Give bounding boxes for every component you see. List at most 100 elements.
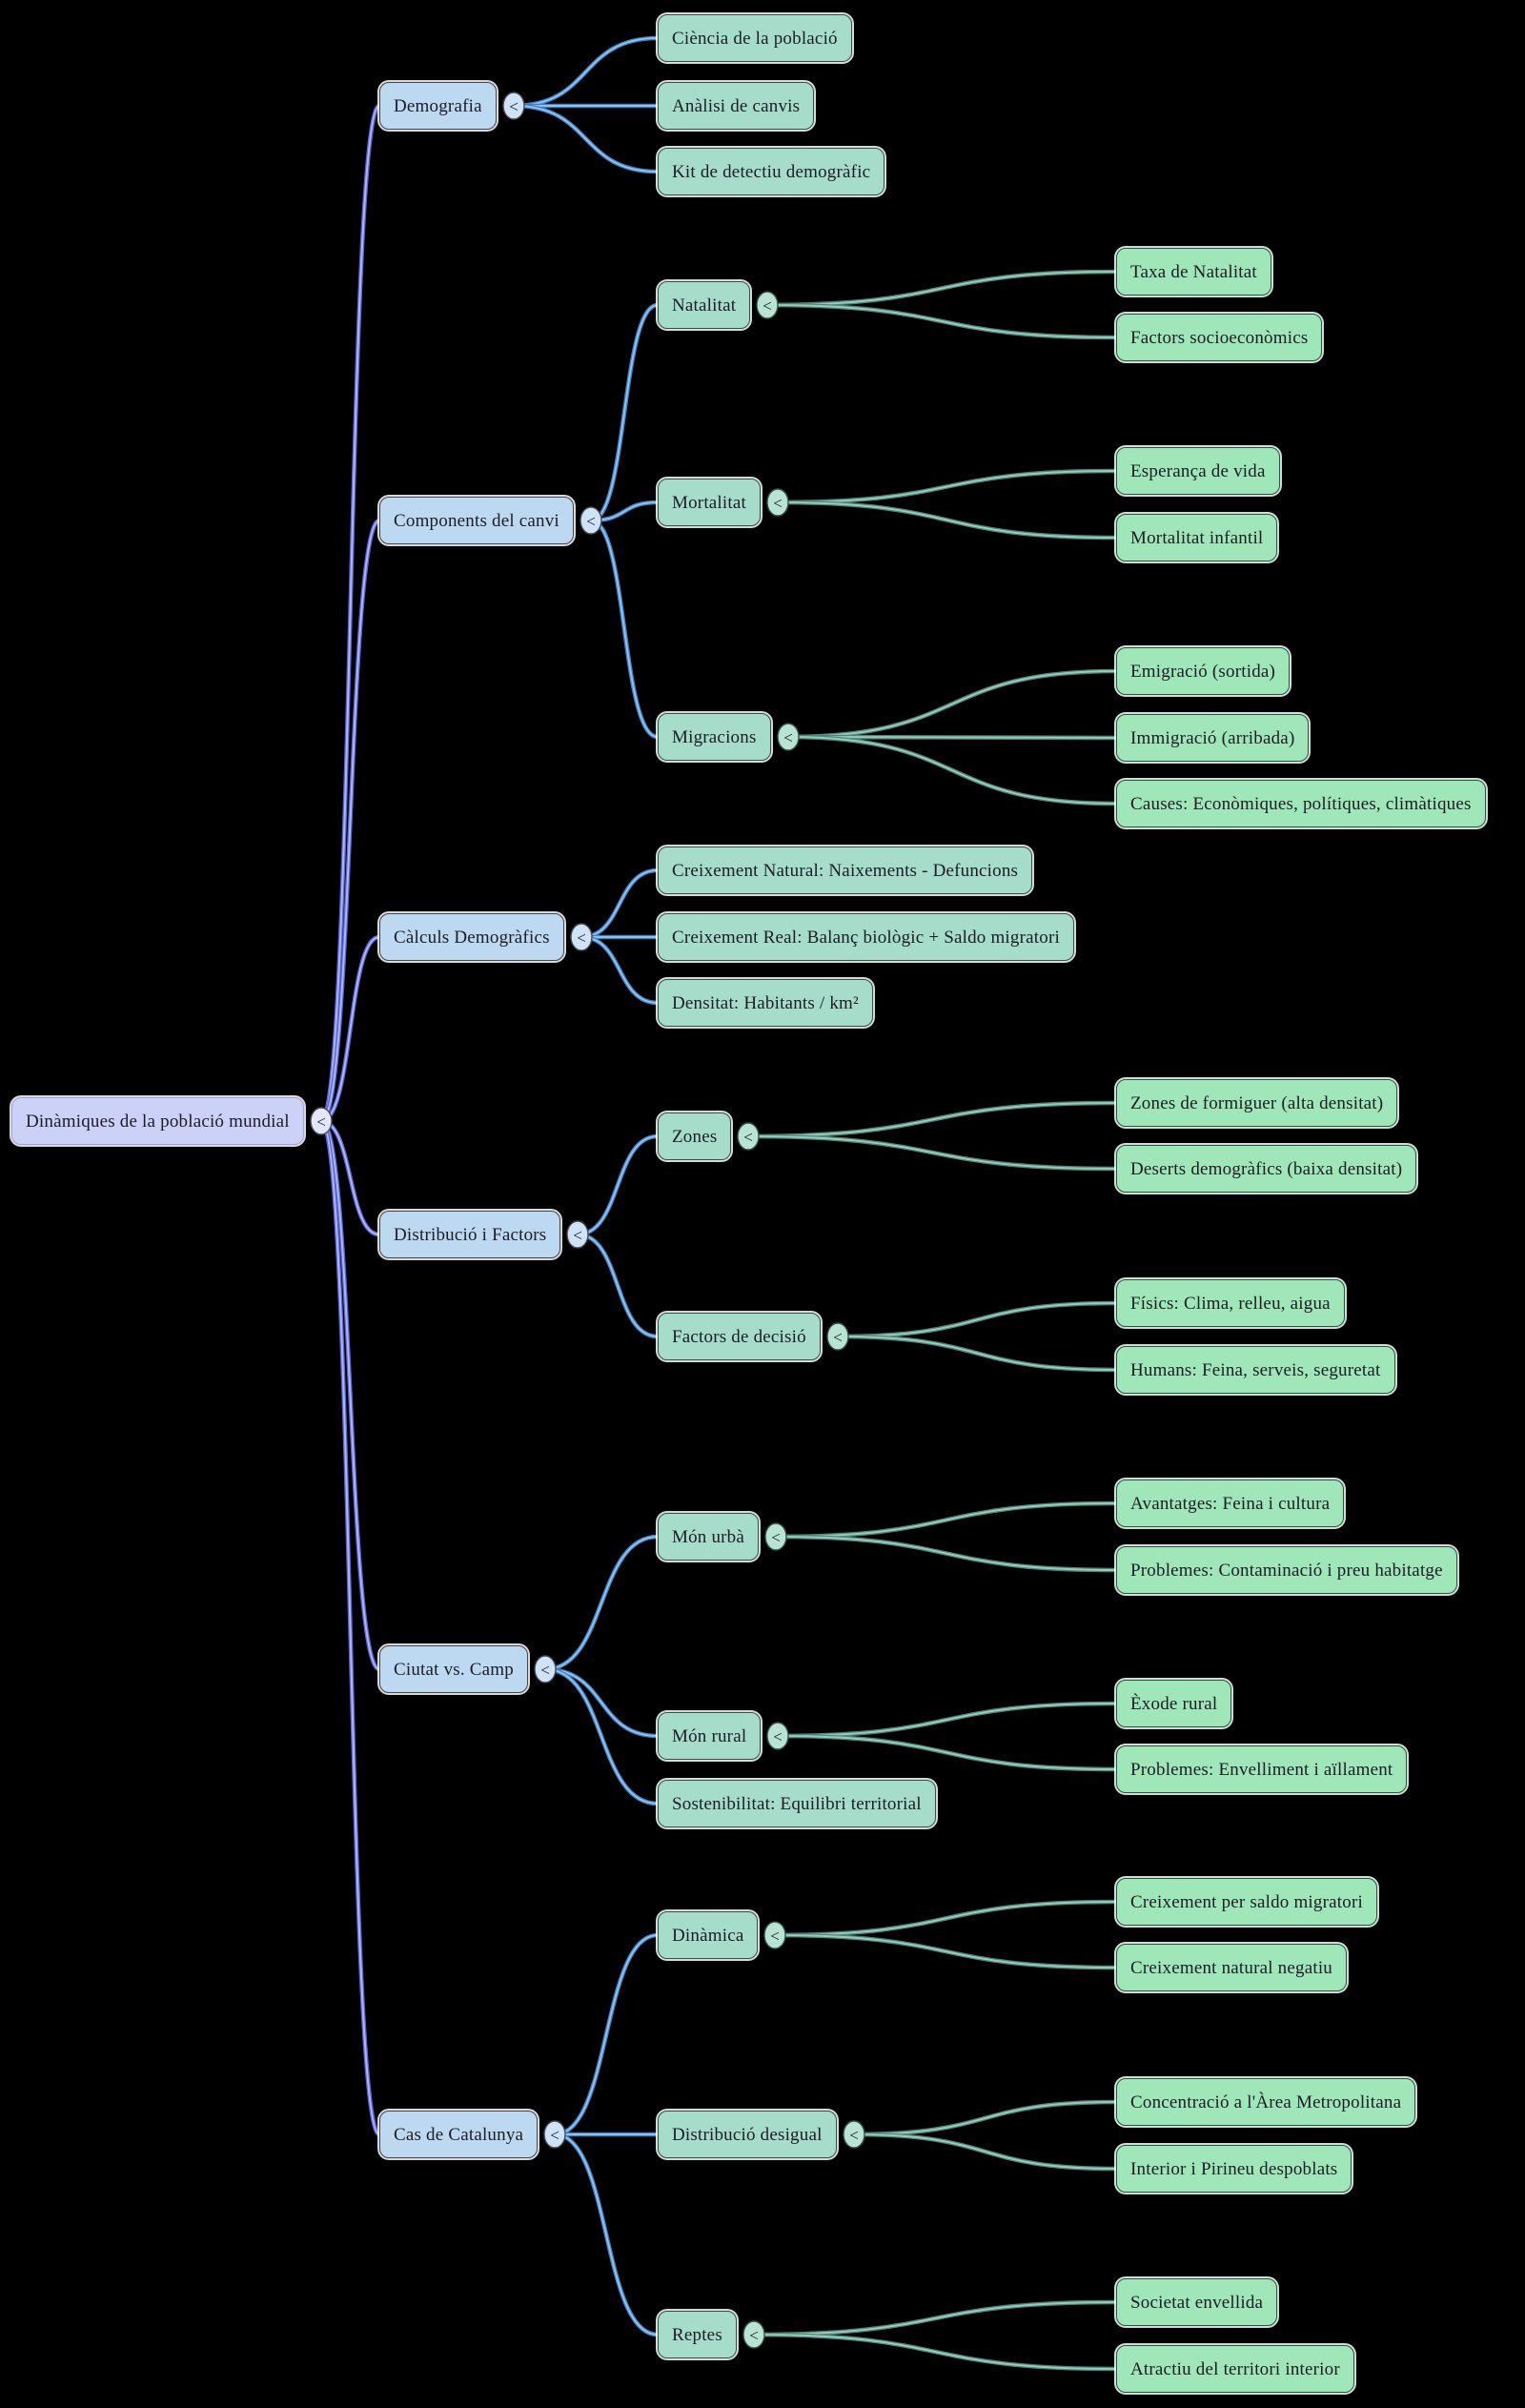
mindmap-node[interactable]: Interior i Pirineu despoblats [1116, 2145, 1352, 2193]
mindmap-node[interactable]: Mortalitat infantil [1116, 514, 1278, 561]
mindmap-node[interactable]: Ciutat vs. Camp [379, 1645, 528, 1693]
edge [320, 520, 380, 1122]
mindmap-node[interactable]: Densitat: Habitants / km² [658, 979, 873, 1027]
edge [753, 2334, 1117, 2370]
toggle-glyph: < [749, 2327, 759, 2345]
edge [777, 1703, 1117, 1737]
mindmap-node[interactable]: Deserts demogràfics (baixa densitat) [1116, 1145, 1417, 1193]
mindmap-node[interactable]: Migracions [658, 713, 771, 761]
mindmap-node[interactable]: Distribució i Factors [379, 1211, 561, 1258]
mindmap-node[interactable]: Cas de Catalunya [379, 2111, 539, 2158]
edge [554, 2133, 659, 2336]
mindmap-node[interactable]: Problemes: Envelliment i aïllament [1116, 1745, 1408, 1793]
mindmap-node[interactable]: Causes: Econòmiques, polítiques, climàti… [1116, 780, 1486, 827]
mindmap-node[interactable]: Demografia [379, 82, 497, 130]
mindmap-node[interactable]: Reptes [658, 2311, 737, 2358]
edge [753, 2301, 1117, 2336]
edge [580, 936, 659, 1004]
toggle-glyph: < [770, 1928, 780, 1946]
toggle-glyph: < [849, 2127, 859, 2145]
toggle-glyph: < [762, 297, 772, 316]
mindmap-node[interactable]: Esperança de vida [1116, 447, 1280, 495]
mindmap-node[interactable]: Èxode rural [1116, 1680, 1232, 1727]
mindmap-node[interactable]: Immigració (arribada) [1116, 714, 1310, 762]
mindmap-node[interactable]: Factors socioeconòmics [1116, 314, 1323, 361]
edge [787, 670, 1117, 738]
mindmap-node[interactable]: Món urbà [658, 1513, 760, 1561]
toggle-glyph: < [773, 495, 783, 513]
edge [554, 1934, 659, 2135]
collapse-toggle-icon[interactable]: < [826, 1322, 849, 1351]
mindmap-node[interactable]: Sostenibilitat: Equilibri territorial [658, 1780, 936, 1827]
mindmap-node[interactable]: Creixement per saldo migratori [1116, 1878, 1377, 1926]
collapse-toggle-icon[interactable]: < [737, 1122, 760, 1151]
mindmap-node[interactable]: Atractiu del territori interior [1116, 2345, 1354, 2393]
toggle-glyph: < [550, 2127, 559, 2145]
toggle-glyph: < [316, 1113, 326, 1132]
edge [837, 1336, 1117, 1371]
edge [774, 1901, 1117, 1936]
collapse-toggle-icon[interactable]: < [763, 1921, 786, 1949]
toggle-glyph: < [540, 1662, 550, 1680]
collapse-toggle-icon[interactable]: < [543, 2120, 566, 2149]
mindmap-node[interactable]: Creixement Real: Balanç biològic + Saldo… [658, 913, 1074, 961]
edge [590, 304, 659, 521]
edge [544, 1536, 659, 1670]
mindmap-node[interactable]: Anàlisi de canvis [658, 82, 815, 130]
edge [837, 1302, 1117, 1337]
edge [787, 736, 1117, 805]
collapse-toggle-icon[interactable]: < [756, 291, 779, 319]
edge [853, 2133, 1117, 2170]
mindmap-node[interactable]: Món rural [658, 1712, 762, 1760]
collapse-toggle-icon[interactable]: < [534, 1655, 557, 1684]
toggle-glyph: < [586, 513, 596, 531]
collapse-toggle-icon[interactable]: < [566, 1220, 589, 1249]
edge [320, 1120, 380, 2135]
mindmap-node[interactable]: Avantatges: Feina i cultura [1116, 1479, 1345, 1527]
mindmap-node[interactable]: Emigració (sortida) [1116, 647, 1291, 695]
mindmap-node[interactable]: Mortalitat [658, 479, 761, 526]
mindmap-node[interactable]: Ciència de la població [658, 14, 852, 62]
edge [766, 271, 1117, 306]
collapse-toggle-icon[interactable]: < [570, 923, 593, 951]
edge [777, 1735, 1117, 1770]
collapse-toggle-icon[interactable]: < [580, 506, 602, 535]
mindmap-node[interactable]: Factors de decisió [658, 1313, 821, 1360]
toggle-glyph: < [573, 1227, 582, 1245]
edge [853, 2101, 1117, 2135]
collapse-toggle-icon[interactable]: < [777, 723, 800, 751]
mindmap-node[interactable]: Components del canvi [379, 497, 574, 544]
mindmap-node[interactable]: Concentració a l'Àrea Metropolitana [1116, 2078, 1416, 2126]
mindmap-node[interactable]: Problemes: Contaminació i preu habitatge [1116, 1546, 1457, 1594]
mindmap-node[interactable]: Kit de detectiu demogràfic [658, 148, 885, 195]
collapse-toggle-icon[interactable]: < [766, 1722, 789, 1750]
collapse-toggle-icon[interactable]: < [742, 2320, 765, 2349]
collapse-toggle-icon[interactable]: < [310, 1107, 333, 1135]
toggle-glyph: < [509, 98, 518, 116]
edge [320, 1120, 380, 1670]
mindmap-node[interactable]: Natalitat [658, 281, 751, 329]
mindmap-node[interactable]: Càlculs Demogràfics [379, 913, 564, 961]
mindmap-node[interactable]: Societat envellida [1116, 2278, 1278, 2326]
mindmap-node[interactable]: Zones [658, 1112, 732, 1160]
mindmap-node[interactable]: Zones de formiguer (alta densitat) [1116, 1079, 1398, 1127]
mindmap-node[interactable]: Dinàmiques de la població mundial [11, 1097, 304, 1145]
toggle-glyph: < [833, 1329, 843, 1347]
edge [766, 304, 1117, 338]
mindmap-node[interactable]: Creixement Natural: Naixements - Defunci… [658, 847, 1033, 894]
mindmap-node[interactable]: Humans: Feina, serveis, seguretat [1116, 1346, 1395, 1394]
mindmap-node[interactable]: Taxa de Natalitat [1116, 248, 1271, 296]
collapse-toggle-icon[interactable]: < [502, 92, 525, 120]
edge [577, 1135, 659, 1235]
collapse-toggle-icon[interactable]: < [766, 488, 789, 517]
mindmap-node[interactable]: Físics: Clima, relleu, aigua [1116, 1279, 1345, 1327]
mindmap-node[interactable]: Creixement natural negatiu [1116, 1944, 1348, 1991]
edge [544, 1668, 659, 1737]
edge [513, 37, 659, 107]
toggle-glyph: < [771, 1529, 781, 1547]
mindmap-node[interactable]: Distribució desigual [658, 2111, 837, 2158]
mindmap-node[interactable]: Dinàmica [658, 1911, 759, 1959]
collapse-toggle-icon[interactable]: < [764, 1522, 787, 1551]
collapse-toggle-icon[interactable]: < [843, 2120, 865, 2149]
